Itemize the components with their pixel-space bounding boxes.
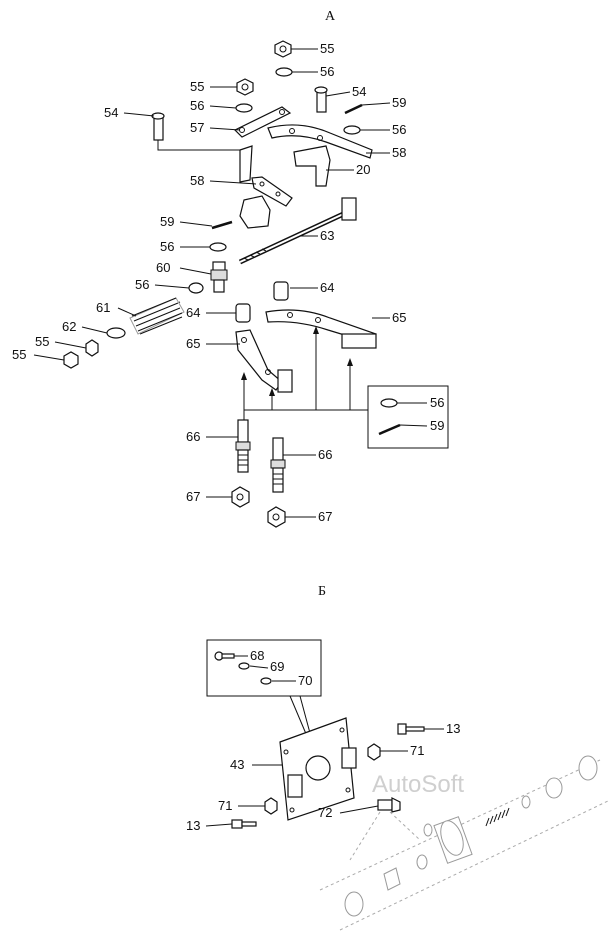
label-66: 66 xyxy=(186,429,200,444)
label-71: 71 xyxy=(218,798,232,813)
pin-60 xyxy=(210,261,228,293)
inset-box-a xyxy=(367,385,449,449)
labels-a: 55 56 55 54 56 59 54 56 57 56 58 20 58 5… xyxy=(12,41,444,524)
assembly-arrows xyxy=(241,326,368,428)
label-67: 67 xyxy=(186,489,200,504)
link-plate-57 xyxy=(233,106,292,138)
label-58: 58 xyxy=(190,173,204,188)
nut-67-left xyxy=(231,486,250,508)
washer-69 xyxy=(238,662,250,670)
section-a-title: А xyxy=(325,9,336,24)
label-66: 66 xyxy=(318,447,332,462)
label-56: 56 xyxy=(135,277,149,292)
label-55: 55 xyxy=(12,347,26,362)
label-13: 13 xyxy=(186,818,200,833)
nut-71-left xyxy=(264,797,278,815)
bracket-20 xyxy=(293,145,331,187)
stud-66-right xyxy=(270,437,286,493)
cotter-59-top xyxy=(344,103,363,115)
washer-62 xyxy=(106,327,126,339)
nut-55-lower xyxy=(63,351,79,369)
screw-68 xyxy=(214,651,235,661)
bolt-13-right xyxy=(397,723,425,735)
label-43: 43 xyxy=(230,757,244,772)
label-65: 65 xyxy=(186,336,200,351)
washer-56-mid xyxy=(209,242,227,252)
label-61: 61 xyxy=(96,300,110,315)
washer-56-right xyxy=(343,125,361,135)
washer-56-top xyxy=(275,67,293,77)
washer-56-left xyxy=(235,103,253,113)
bushing-64-right xyxy=(273,281,289,301)
lever-58-lower xyxy=(251,176,293,207)
label-68: 68 xyxy=(250,648,264,663)
fitting-72 xyxy=(377,797,401,813)
pin-54-left xyxy=(151,112,165,141)
nut-55-top xyxy=(274,40,292,58)
label-54: 54 xyxy=(104,105,118,120)
label-64: 64 xyxy=(186,305,200,320)
label-55: 55 xyxy=(190,79,204,94)
leaders-a xyxy=(33,48,428,518)
lever-65-right xyxy=(265,309,377,349)
label-55: 55 xyxy=(320,41,334,56)
label-56: 56 xyxy=(160,239,174,254)
leader-pin-54 xyxy=(157,140,240,151)
pin-54-right xyxy=(314,86,328,113)
nut-67-right xyxy=(267,506,286,528)
spring-61 xyxy=(129,297,185,335)
washer-70 xyxy=(260,677,272,685)
inset-box-b xyxy=(206,639,322,697)
nut-55-small xyxy=(85,339,99,357)
linkage-block xyxy=(239,145,253,183)
plate-43 xyxy=(279,717,357,821)
label-72: 72 xyxy=(318,805,332,820)
section-b-title: Б xyxy=(318,584,326,599)
cotter-59-mid xyxy=(211,220,233,230)
label-71: 71 xyxy=(410,743,424,758)
washer-56-spring xyxy=(188,282,204,294)
label-13: 13 xyxy=(446,721,460,736)
label-65: 65 xyxy=(392,310,406,325)
label-67: 67 xyxy=(318,509,332,524)
nut-55-left xyxy=(236,78,254,96)
dash-lines xyxy=(349,811,421,861)
label-69: 69 xyxy=(270,659,284,674)
label-56: 56 xyxy=(430,395,444,410)
label-20: 20 xyxy=(356,162,370,177)
shaft-63 xyxy=(238,197,357,265)
nut-71-right xyxy=(367,743,381,761)
cylinder-assembly xyxy=(319,755,611,931)
labels-b: 68 69 70 13 71 43 71 72 13 xyxy=(186,648,460,833)
label-59: 59 xyxy=(160,214,174,229)
bolt-13-left xyxy=(231,819,257,829)
stud-66-left xyxy=(235,419,251,473)
label-60: 60 xyxy=(156,260,170,275)
label-58: 58 xyxy=(392,145,406,160)
label-56: 56 xyxy=(320,64,334,79)
label-57: 57 xyxy=(190,120,204,135)
label-59: 59 xyxy=(430,418,444,433)
label-56: 56 xyxy=(190,98,204,113)
bushing-64-left xyxy=(235,303,251,323)
label-55: 55 xyxy=(35,334,49,349)
cotter-59-inset xyxy=(378,423,401,436)
label-54: 54 xyxy=(352,84,366,99)
label-64: 64 xyxy=(320,280,334,295)
lever-65-left xyxy=(235,329,293,393)
watermark: AutoSoft xyxy=(372,771,464,798)
lever-58-upper xyxy=(267,124,373,159)
label-63: 63 xyxy=(320,228,334,243)
label-59: 59 xyxy=(392,95,406,110)
label-56: 56 xyxy=(392,122,406,137)
yoke-block xyxy=(239,195,271,229)
label-70: 70 xyxy=(298,673,312,688)
washer-56-inset xyxy=(380,398,398,408)
leaders-b xyxy=(205,728,444,827)
label-62: 62 xyxy=(62,319,76,334)
